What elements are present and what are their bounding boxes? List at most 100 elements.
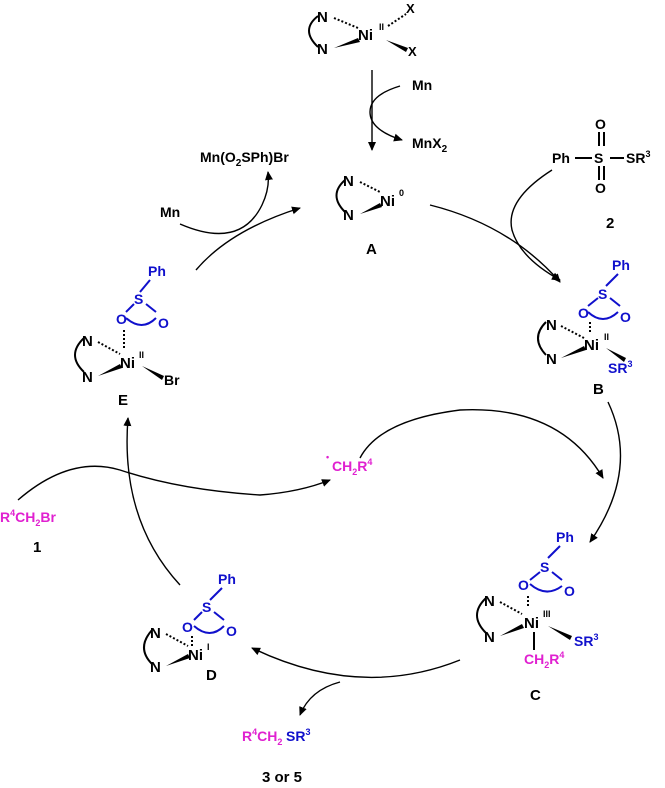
cycle-arrow-E-to-A bbox=[195, 206, 301, 271]
wedge-bond bbox=[500, 624, 524, 636]
atom-N: N bbox=[484, 629, 495, 646]
complex-E: Ph S O O N N Ni II Br E bbox=[74, 263, 180, 409]
reductive-elimination: R4CH2 SR3 3 or 5 bbox=[242, 647, 461, 786]
atom-N: N bbox=[546, 351, 557, 368]
atom-S: S bbox=[540, 559, 549, 575]
atom-S: S bbox=[598, 286, 607, 302]
bond bbox=[139, 279, 151, 293]
label-B: B bbox=[593, 381, 604, 398]
cycle-arrow-D-to-E bbox=[123, 417, 181, 586]
dashed-bond bbox=[387, 13, 407, 27]
radical-pathway: R4CH2Br 1 • CH2R4 bbox=[0, 408, 604, 556]
label-E: E bbox=[118, 392, 128, 409]
atom-O: O bbox=[564, 583, 575, 599]
delocalized-arc bbox=[529, 583, 563, 593]
wedge-bond bbox=[98, 364, 122, 376]
atom-Ni: Ni bbox=[188, 647, 203, 664]
delocalized-arc bbox=[193, 625, 225, 634]
bond bbox=[547, 545, 561, 559]
complex-B: Ph S O O N N Ni II SR3 B bbox=[537, 257, 632, 398]
atom-N: N bbox=[150, 659, 161, 676]
bond bbox=[605, 273, 619, 287]
atom-O: O bbox=[578, 305, 589, 321]
bond bbox=[609, 297, 621, 307]
label-A: A bbox=[366, 241, 377, 258]
atom-Ni: Ni bbox=[524, 615, 539, 632]
reagent-Mn: Mn bbox=[412, 77, 432, 93]
atom-O: O bbox=[182, 619, 193, 635]
atom-Ni: Ni bbox=[380, 193, 395, 210]
atom-S: S bbox=[134, 291, 143, 307]
wedge-bond bbox=[334, 38, 360, 48]
ox-state: II bbox=[379, 22, 384, 32]
ligand-arc bbox=[537, 321, 547, 356]
cycle-arrow-B-to-C bbox=[589, 401, 622, 543]
ox-state: II bbox=[604, 332, 609, 342]
compound-2: Ph S O O SR3 2 bbox=[510, 116, 650, 281]
label-1: 1 bbox=[33, 539, 41, 556]
atom-O: O bbox=[620, 309, 631, 325]
complex-D: Ph S O O N N Ni I D bbox=[143, 571, 237, 684]
ox-state: I bbox=[207, 642, 210, 652]
atom-Ph: Ph bbox=[148, 263, 166, 279]
curved-arrow bbox=[179, 171, 273, 235]
group-CH2R4: CH2R4 bbox=[524, 650, 564, 670]
atom-O: O bbox=[595, 180, 606, 196]
group-SR3: SR3 bbox=[626, 149, 650, 166]
atom-S: S bbox=[594, 150, 603, 166]
bond bbox=[145, 303, 157, 313]
ox-state: 0 bbox=[399, 188, 404, 198]
atom-Ni: Ni bbox=[358, 27, 373, 44]
wedge-bond bbox=[360, 203, 382, 214]
wedge-bond bbox=[142, 366, 164, 380]
atom-Ph: Ph bbox=[218, 571, 236, 587]
atom-N: N bbox=[343, 173, 354, 190]
dashed-bond bbox=[97, 341, 121, 355]
bond bbox=[529, 571, 541, 581]
dashed-bond bbox=[560, 325, 585, 339]
wedge-bond bbox=[166, 654, 190, 666]
curved-arrow bbox=[369, 85, 403, 142]
atom-S: S bbox=[202, 599, 211, 615]
atom-O: O bbox=[518, 577, 529, 593]
product-R4CH2SR3: R4CH2 bbox=[242, 727, 282, 747]
cycle-arrow-A-to-B bbox=[429, 204, 561, 283]
bond bbox=[209, 587, 223, 601]
atom-N: N bbox=[343, 207, 354, 224]
bond bbox=[193, 611, 203, 621]
bond bbox=[587, 297, 599, 307]
atom-O: O bbox=[158, 315, 169, 331]
atom-N: N bbox=[317, 9, 328, 26]
ligand-arc bbox=[476, 597, 487, 634]
group-SR3: SR3 bbox=[574, 632, 598, 649]
bond bbox=[213, 611, 225, 621]
atom-X: X bbox=[406, 1, 415, 16]
mn-regeneration: Mn(O2SPh)Br Mn bbox=[160, 149, 301, 271]
atom-N: N bbox=[82, 333, 93, 350]
radical-CH2R4: CH2R4 bbox=[332, 457, 372, 477]
atom-N: N bbox=[150, 625, 161, 642]
atom-Ni: Ni bbox=[120, 355, 135, 372]
dashed-bond bbox=[499, 601, 523, 615]
atom-Br: Br bbox=[164, 372, 180, 388]
dashed-bond bbox=[165, 633, 189, 647]
cycle-arrow-C-to-D bbox=[251, 647, 461, 678]
atom-N: N bbox=[82, 369, 93, 386]
atom-N: N bbox=[546, 317, 557, 334]
atom-O: O bbox=[226, 623, 237, 639]
reagent-R4CH2Br: R4CH2Br bbox=[0, 508, 57, 528]
precatalyst-NiX2: N N Ni II X X bbox=[308, 1, 417, 59]
curved-arrow bbox=[17, 465, 331, 501]
ligand-arc bbox=[143, 629, 153, 665]
ligand-arc bbox=[335, 179, 346, 213]
bond bbox=[125, 303, 135, 313]
atom-Ph: Ph bbox=[552, 150, 570, 166]
atom-O: O bbox=[116, 311, 127, 327]
ox-state: III bbox=[543, 609, 551, 619]
atom-Ph: Ph bbox=[556, 529, 574, 545]
product-branch-arrow bbox=[299, 681, 341, 716]
label-C: C bbox=[530, 687, 541, 704]
atom-O: O bbox=[595, 116, 606, 132]
label-3-or-5: 3 or 5 bbox=[262, 769, 302, 786]
